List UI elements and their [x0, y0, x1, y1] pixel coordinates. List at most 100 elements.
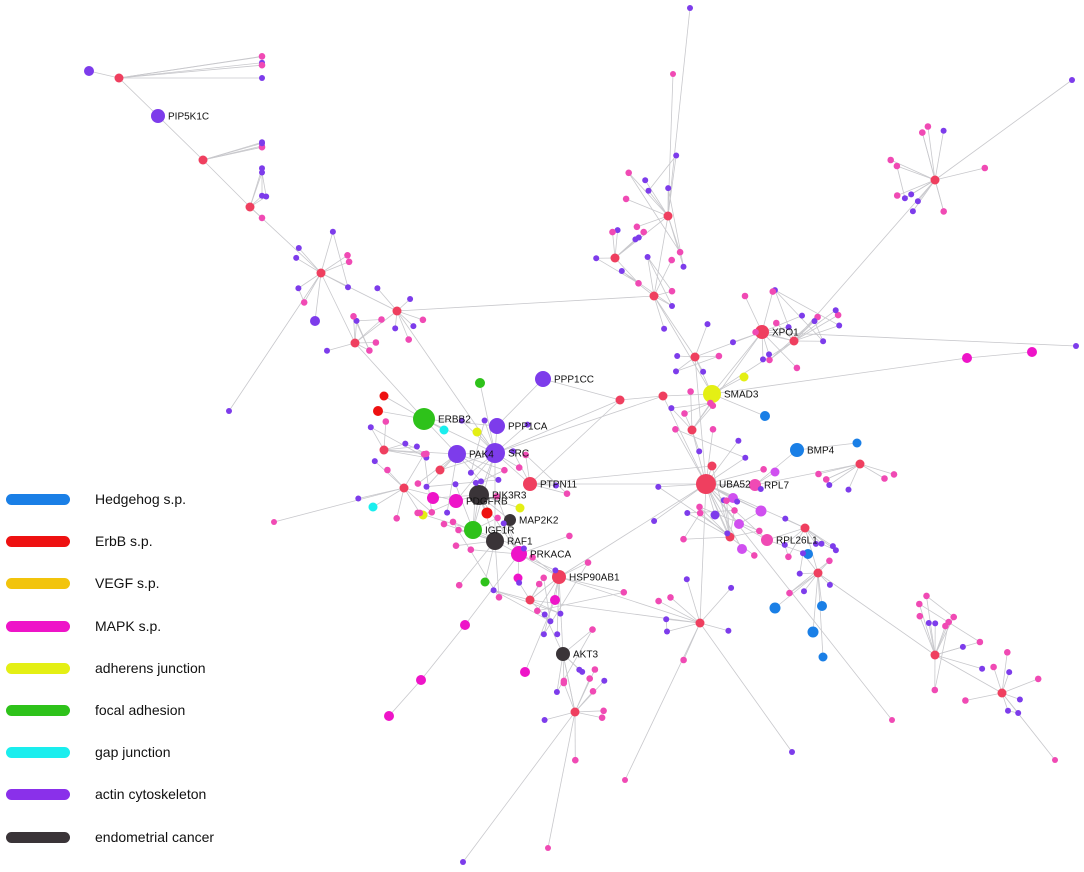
gene-node — [353, 317, 360, 324]
gene-node — [449, 518, 457, 526]
gene-node — [901, 195, 908, 202]
network-edge — [470, 549, 520, 555]
gene-node — [586, 675, 593, 682]
gene-node — [651, 518, 658, 524]
network-edge — [789, 560, 830, 594]
gene-node — [793, 364, 801, 372]
gene-node — [550, 595, 560, 605]
gene-node — [439, 425, 449, 435]
legend-label: ErbB s.p. — [95, 533, 153, 550]
network-edge — [543, 576, 560, 635]
gene-node — [990, 663, 997, 671]
legend-label: Hedgehog s.p. — [95, 491, 187, 507]
legend-item: gap junction — [6, 741, 246, 783]
gene-node — [855, 459, 865, 469]
network-edge — [479, 382, 496, 454]
gene-label: XPO1 — [772, 328, 799, 339]
gene-node — [440, 520, 448, 528]
gene-node — [916, 600, 923, 608]
gene-node — [618, 268, 625, 274]
gene-node — [467, 469, 474, 476]
gene-node — [687, 5, 693, 11]
gene-node — [940, 127, 947, 134]
network-edge — [691, 405, 714, 431]
gene-node — [696, 509, 704, 517]
gene-node — [633, 223, 641, 231]
gene-node — [226, 408, 232, 414]
gene-node — [681, 410, 688, 417]
network-edge — [88, 70, 120, 79]
gene-node — [1073, 343, 1079, 349]
network-edge — [354, 342, 425, 420]
network-edge — [934, 130, 944, 181]
gene-node — [962, 353, 972, 363]
gene-node — [393, 515, 401, 522]
network-edge — [793, 314, 839, 342]
network-edge — [859, 463, 895, 475]
legend-label: adherens junction — [95, 659, 206, 676]
gene-node — [781, 541, 788, 548]
gene-label: RAF1 — [507, 537, 533, 548]
gene-node — [1016, 696, 1023, 703]
network-edge — [675, 428, 746, 459]
network-edge — [711, 393, 766, 417]
gene-node — [811, 318, 818, 325]
gene-node — [755, 505, 767, 517]
network-edge — [687, 510, 735, 514]
gene-node — [734, 498, 741, 505]
gene-node — [635, 234, 642, 241]
network-edge — [699, 587, 732, 624]
network-edge — [202, 141, 263, 161]
gene-node — [374, 285, 381, 292]
gene-label: UBA52 — [719, 480, 751, 491]
gene-node — [770, 467, 780, 477]
gene-node — [259, 169, 265, 176]
gene-node — [815, 470, 822, 478]
gene-node — [416, 675, 426, 685]
gene-node — [500, 520, 507, 527]
network-edge — [320, 254, 348, 274]
legend-item: focal adhesion — [6, 699, 246, 741]
gene-node — [494, 514, 501, 522]
gene-node-pdgfrb — [449, 494, 463, 508]
gene-node — [1005, 707, 1011, 714]
gene-node — [644, 254, 651, 260]
gene-node — [673, 368, 679, 375]
legend-swatch — [6, 494, 70, 505]
gene-node — [823, 476, 830, 483]
gene-node — [924, 123, 932, 130]
gene-node — [687, 425, 697, 435]
gene-node — [534, 607, 541, 615]
gene-node — [384, 466, 391, 474]
gene-node — [741, 292, 749, 300]
network-edge — [774, 289, 840, 326]
gene-node — [826, 557, 833, 565]
gene-node — [663, 211, 673, 221]
gene-label: SRC — [508, 449, 529, 460]
network-edge — [563, 682, 576, 713]
gene-node — [832, 307, 839, 314]
network-edge — [766, 527, 806, 541]
network-edge — [1001, 692, 1056, 761]
network-edge — [667, 215, 684, 267]
legend-swatch — [6, 536, 70, 548]
network-edge — [332, 231, 349, 288]
network-edge — [793, 325, 840, 342]
gene-node — [525, 595, 535, 605]
gene-node — [752, 328, 759, 336]
network-edge — [711, 331, 763, 395]
network-edge — [684, 402, 711, 414]
gene-node — [622, 777, 628, 783]
gene-node-ppp1cc — [535, 371, 551, 387]
gene-node — [615, 395, 625, 405]
network-edge — [383, 449, 427, 458]
network-edge — [273, 487, 405, 523]
network-edge — [396, 487, 405, 519]
gene-node — [481, 417, 488, 424]
network-edge — [926, 595, 936, 656]
network-edge — [675, 355, 720, 372]
gene-node — [372, 339, 380, 346]
gene-node — [552, 567, 559, 574]
gene-node — [663, 616, 670, 623]
